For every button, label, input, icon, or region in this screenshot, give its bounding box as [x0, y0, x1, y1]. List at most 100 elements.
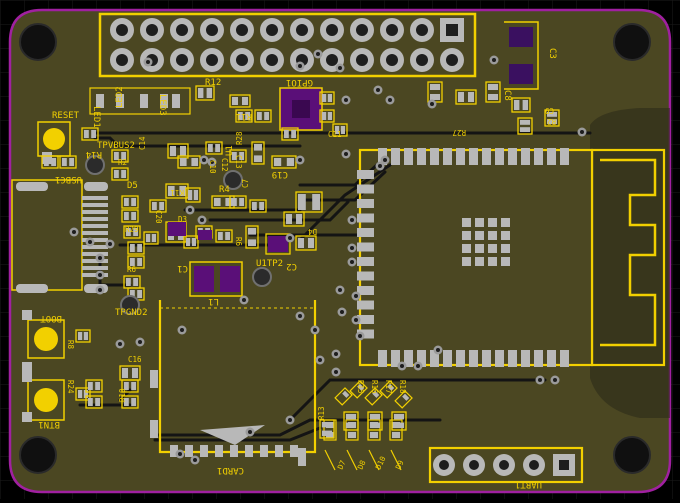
smd-outline: [332, 123, 348, 137]
via-hole: [350, 260, 354, 264]
smd-pad: [308, 238, 314, 248]
smd-pad: [170, 146, 176, 156]
led-silk-mark: [368, 449, 380, 471]
label-c12: C12: [220, 158, 229, 172]
esp-thermal-pad: [475, 244, 484, 253]
via-hole: [400, 364, 404, 368]
smd-pad: [520, 120, 530, 125]
usb-pin: [82, 217, 108, 221]
smd-pad: [78, 332, 83, 340]
esp-pad-top: [508, 148, 517, 165]
via-hole: [88, 240, 92, 244]
via-hole: [338, 288, 342, 292]
sd-card-holder: [150, 300, 317, 466]
label-btn1: BTN1: [38, 419, 60, 429]
smd-outline: [215, 229, 233, 243]
via-hole: [146, 60, 150, 64]
via-hole: [334, 352, 338, 356]
smd-pad: [264, 112, 269, 120]
smd-pad: [522, 100, 528, 110]
label-tpvbus2: TPVBUS2: [97, 141, 135, 151]
sd-pad: [245, 445, 253, 457]
smd-pad: [133, 278, 138, 286]
esp-pad-left: [357, 199, 374, 208]
gpio-pin-hole: [206, 54, 218, 66]
label-r2-right: R2: [547, 117, 556, 126]
smd-pad: [218, 232, 223, 240]
smd-pad: [191, 238, 196, 246]
smd-outline: [391, 411, 407, 431]
smd-pad: [214, 198, 221, 206]
esp-pad-left: [357, 213, 374, 223]
uart-pin-hole: [439, 460, 449, 470]
resistor-outline: [364, 387, 383, 406]
silkscreen-labels: LED1 LED2 LED3 R12 GPIO1 R11 C11 C3 C8 C…: [38, 48, 557, 489]
label-r8: R8: [66, 340, 75, 350]
smd-pad: [151, 234, 156, 242]
smd-pad: [238, 112, 243, 120]
esp-pad-top: [521, 148, 530, 165]
label-r27: R27: [452, 128, 466, 137]
smd-pad: [239, 198, 244, 206]
label-c16: C16: [128, 355, 142, 364]
smd-outline: [319, 91, 335, 105]
esp-pad-left: [357, 184, 374, 194]
smd-pad: [126, 228, 131, 236]
smd-pad: [91, 130, 96, 138]
via-hole: [350, 218, 354, 222]
resistor-pad: [357, 383, 365, 391]
esp-pad-bottom: [430, 350, 439, 367]
smd-outline: [195, 85, 215, 101]
smd-pad: [394, 414, 404, 420]
smd-pad: [95, 382, 100, 390]
smd-outline: [245, 225, 259, 249]
label-r28: R28: [235, 131, 244, 145]
smd-outline: [295, 191, 323, 213]
smd-outline: [41, 155, 59, 169]
led-silk-mark: [346, 449, 358, 471]
resistor-outline: [394, 390, 413, 409]
esp-thermal-pad: [462, 244, 471, 253]
via-hole: [313, 328, 317, 332]
esp-pad-top: [534, 148, 543, 165]
smd-outline: [265, 233, 291, 255]
esp-pad-bottom: [547, 350, 556, 367]
esp-thermal-pad: [475, 231, 484, 240]
smd-pad: [225, 232, 230, 240]
via-hole: [580, 130, 584, 134]
usb-pin: [82, 245, 108, 249]
esp-pad-bottom: [443, 350, 452, 367]
smd-pad: [254, 155, 262, 162]
esp-thermal-pad: [488, 218, 497, 227]
via-hole: [288, 418, 292, 422]
smd-pad: [159, 202, 164, 210]
via-hole: [416, 364, 420, 368]
smd-pad: [257, 112, 262, 120]
smd-pad: [254, 144, 262, 151]
smd-outline: [59, 155, 77, 169]
qfn-chip: [279, 87, 323, 131]
smd-outline: [485, 81, 501, 103]
esp-thermal-pad: [488, 244, 497, 253]
via-hole: [388, 98, 392, 102]
smd-outline: [75, 387, 91, 401]
smd-outline: [319, 109, 335, 123]
via-hole: [193, 458, 197, 462]
smd-pad: [124, 212, 129, 220]
tp-vbus2: [85, 155, 105, 175]
label-c8: C8: [502, 90, 512, 101]
smd-pad: [122, 368, 128, 378]
smd-pad: [488, 94, 498, 100]
smd-outline: [205, 141, 223, 155]
smd-outline: [517, 117, 533, 135]
smd-pad: [69, 158, 74, 166]
esp-thermal-pad: [501, 244, 510, 253]
smd-outline: [229, 149, 247, 163]
esp-pad-bottom: [560, 350, 569, 367]
smd-pad: [468, 92, 474, 102]
via-hole: [553, 378, 557, 382]
via-hole: [318, 358, 322, 362]
smd-outline: [249, 199, 267, 213]
smd-pad: [232, 198, 237, 206]
smd-pad: [296, 214, 302, 224]
